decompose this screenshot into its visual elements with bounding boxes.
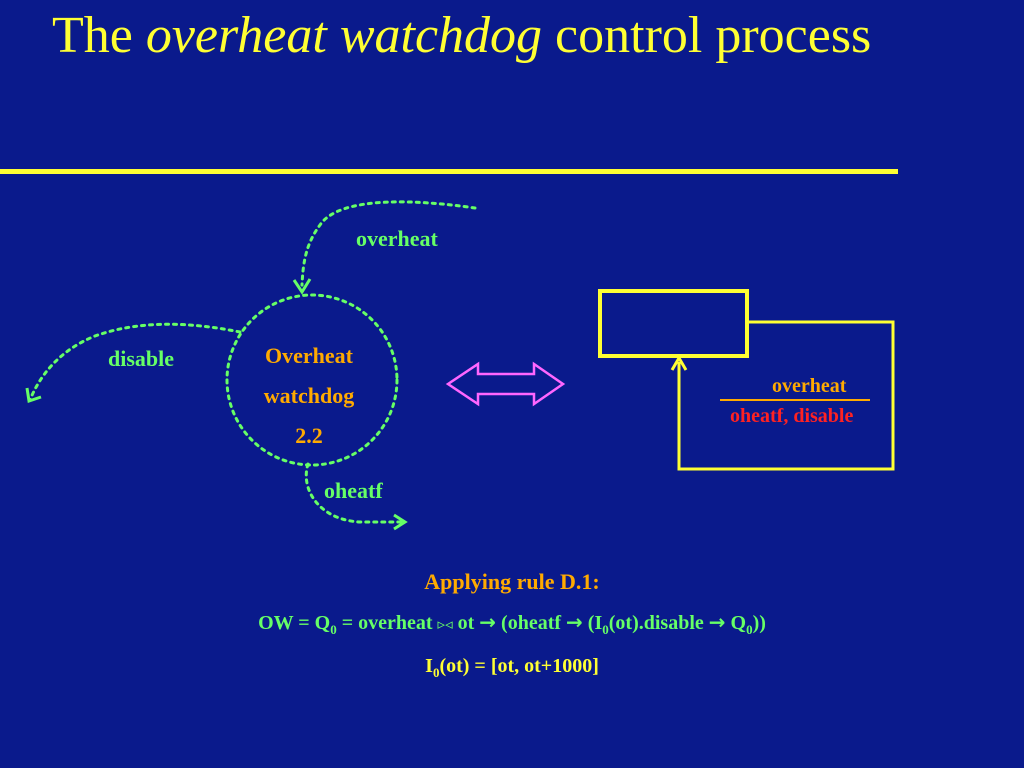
disable-arrow-label: disable <box>108 346 175 371</box>
overheat-arrow <box>300 200 477 287</box>
equivalence-arrow <box>445 361 566 407</box>
process-node-circle <box>225 293 399 467</box>
ow-part: OW = Q <box>258 612 331 634</box>
title-underline <box>0 169 898 174</box>
ow-part: Q <box>725 612 747 634</box>
interval-formula: I0(ot) = [ot, ot+1000] <box>0 655 1024 681</box>
ow-subscript: 0 <box>746 622 753 637</box>
transition-trigger-label: overheat <box>772 375 847 397</box>
ow-part: = overheat <box>336 612 438 634</box>
interval-part: (ot) = [ot, ot+1000] <box>439 655 599 677</box>
state-box <box>598 289 749 358</box>
right-arrow-icon: → <box>479 610 497 634</box>
title-italic: overheat watchdog <box>145 7 543 64</box>
disable-arrow-head <box>25 387 42 403</box>
ow-formula: OW = Q0 = overheat ▹◃ ot → (oheatf → (I0… <box>0 610 1024 638</box>
oheatf-arrow-head <box>393 513 408 531</box>
title-prefix: The <box>52 7 146 64</box>
disable-arrow <box>28 322 242 402</box>
ow-part: (oheatf <box>496 612 567 634</box>
oheatf-arrow-label: oheatf <box>324 478 383 503</box>
interval-part: I <box>425 655 433 677</box>
ow-part: )) <box>752 612 766 634</box>
node-label-line1: Overheat <box>265 343 353 368</box>
ow-part: (ot).disable <box>608 612 709 634</box>
ow-subscript: 0 <box>330 622 337 637</box>
node-label-line2: watchdog <box>263 383 355 408</box>
ow-part: ot <box>452 612 480 634</box>
process-node-label: Overheat watchdog 2.2 <box>234 336 384 456</box>
transition-loop <box>677 320 895 471</box>
timeout-operator: ▹◃ <box>437 615 453 633</box>
transition-action-label: oheatf, disable <box>730 405 854 427</box>
overheat-arrow-label: overheat <box>356 226 438 251</box>
overheat-arrow-head <box>292 278 312 295</box>
oheatf-arrow <box>304 462 404 524</box>
transition-arrow-head <box>670 355 688 371</box>
interval-subscript: 0 <box>432 665 440 680</box>
right-arrow-icon: → <box>708 610 726 634</box>
formula-heading: Applying rule D.1: <box>424 569 600 594</box>
ow-part: (I <box>582 612 603 634</box>
ow-subscript: 0 <box>602 622 609 637</box>
node-label-line3: 2.2 <box>295 423 323 448</box>
right-arrow-icon: → <box>566 610 583 634</box>
slide-title: The overheat watchdog control process <box>52 6 932 66</box>
title-suffix: control process <box>542 7 872 64</box>
